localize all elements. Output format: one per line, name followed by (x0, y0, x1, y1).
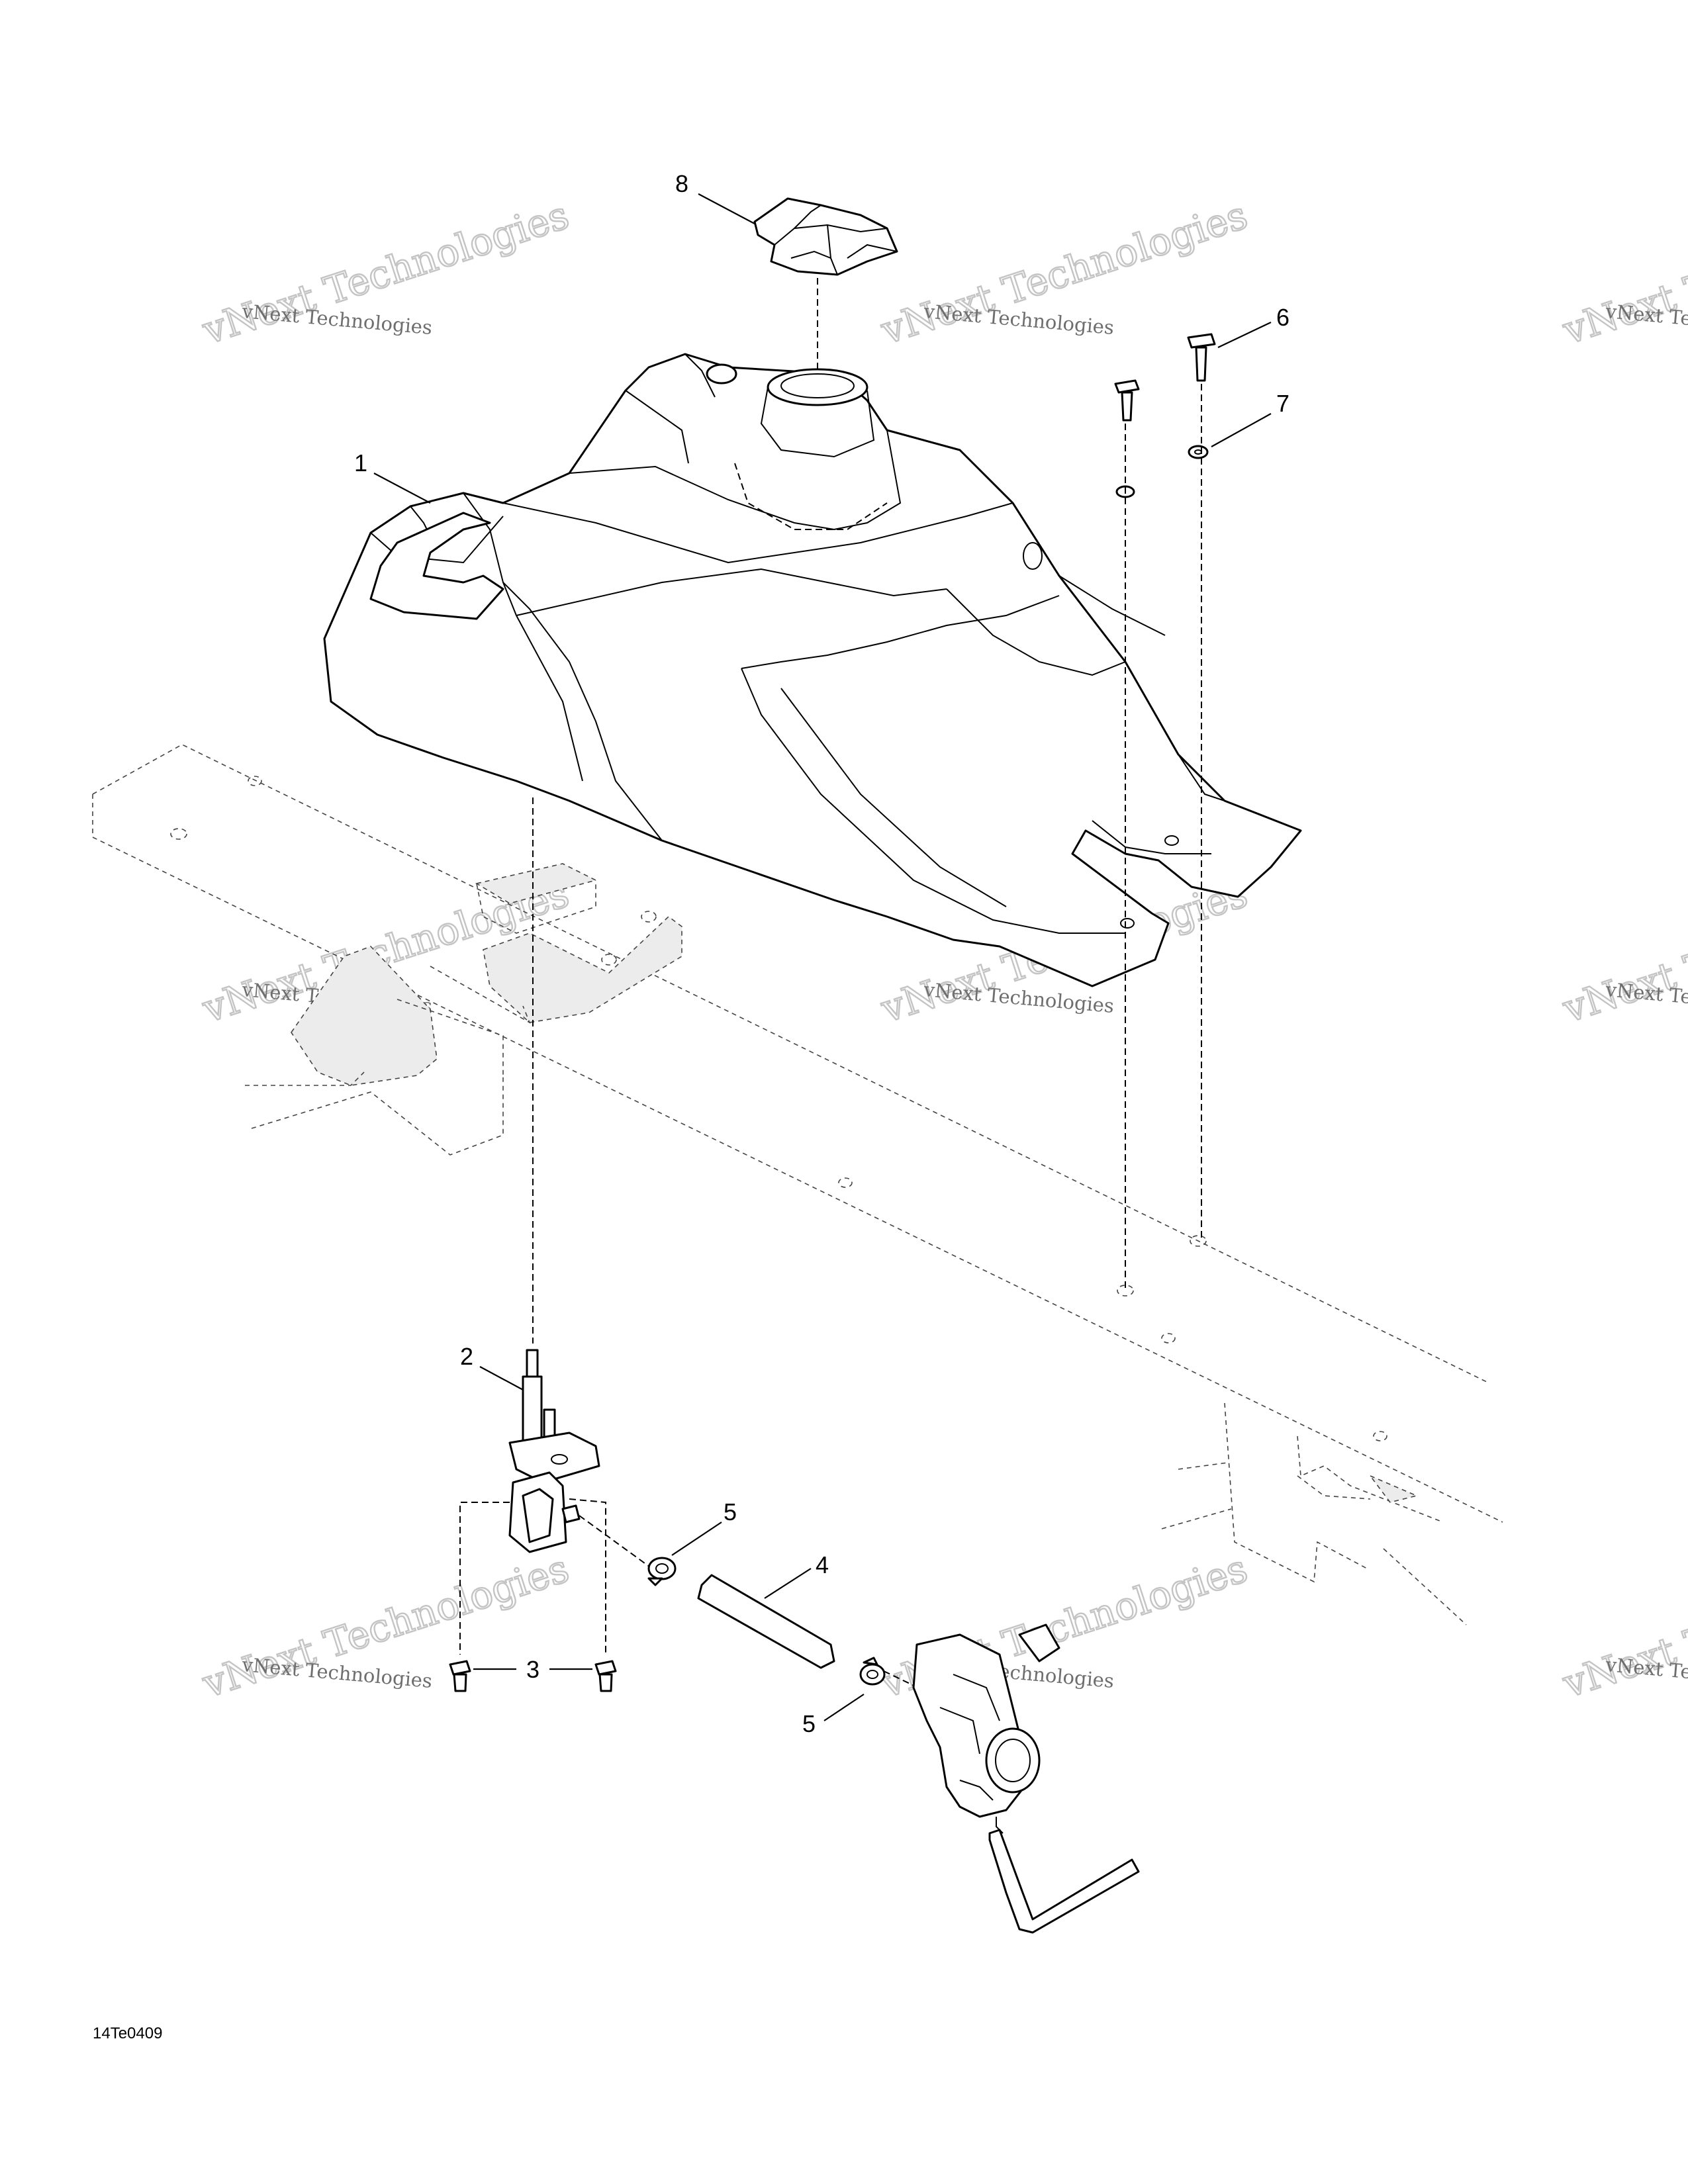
callout-label: 3 (526, 1656, 539, 1683)
watermark: vNext Technologies (1556, 1545, 1688, 1707)
figure-code: 14Te0409 (93, 2025, 162, 2042)
callout-label: 6 (1276, 304, 1289, 331)
callout: 1 (354, 449, 431, 504)
callout-label: 2 (460, 1343, 473, 1370)
watermark-big-text: vNext Technologies (1557, 871, 1688, 1032)
callout: 7 (1211, 390, 1289, 447)
fuel-valve (508, 1349, 600, 1553)
callout-label: 7 (1276, 390, 1289, 417)
callout: 4 (764, 1551, 829, 1599)
bolt (1187, 333, 1216, 349)
filler-neck (767, 368, 868, 406)
hose-clamp (859, 1657, 886, 1686)
watermark: vNext Technologies (1556, 191, 1688, 353)
watermark-big-text: vNext Technologies (1557, 193, 1688, 353)
callout-label: 8 (675, 170, 688, 197)
callout: 5 (802, 1694, 865, 1737)
tank-fasteners (1114, 333, 1216, 1291)
callout: 3 (473, 1656, 592, 1683)
watermark-big-text: vNext Technologies (1557, 1546, 1688, 1707)
fuel-tank (323, 353, 1302, 987)
carburetor (912, 1623, 1140, 1934)
washer (1188, 445, 1209, 459)
callout: 5 (671, 1498, 737, 1556)
callout-label: 5 (724, 1498, 737, 1525)
fuel-cap (753, 197, 898, 276)
hose-clamp (647, 1557, 677, 1586)
mounting-screw (594, 1660, 617, 1692)
callout-label: 1 (354, 449, 367, 477)
callout: 8 (675, 170, 755, 224)
callout: 6 (1217, 304, 1289, 348)
callout-label: 4 (816, 1551, 829, 1578)
mounting-bracket-phantom (245, 863, 682, 1156)
callout: 2 (460, 1343, 524, 1390)
mounting-screw (449, 1660, 471, 1692)
watermark: vNext Technologies (1556, 870, 1688, 1032)
frame-rail-phantom (92, 744, 1503, 1625)
callout-label: 5 (802, 1710, 816, 1737)
fuel-hose (697, 1574, 835, 1669)
watermark-layer: vNext Technologies vNext Technologies vN… (196, 191, 1688, 1707)
